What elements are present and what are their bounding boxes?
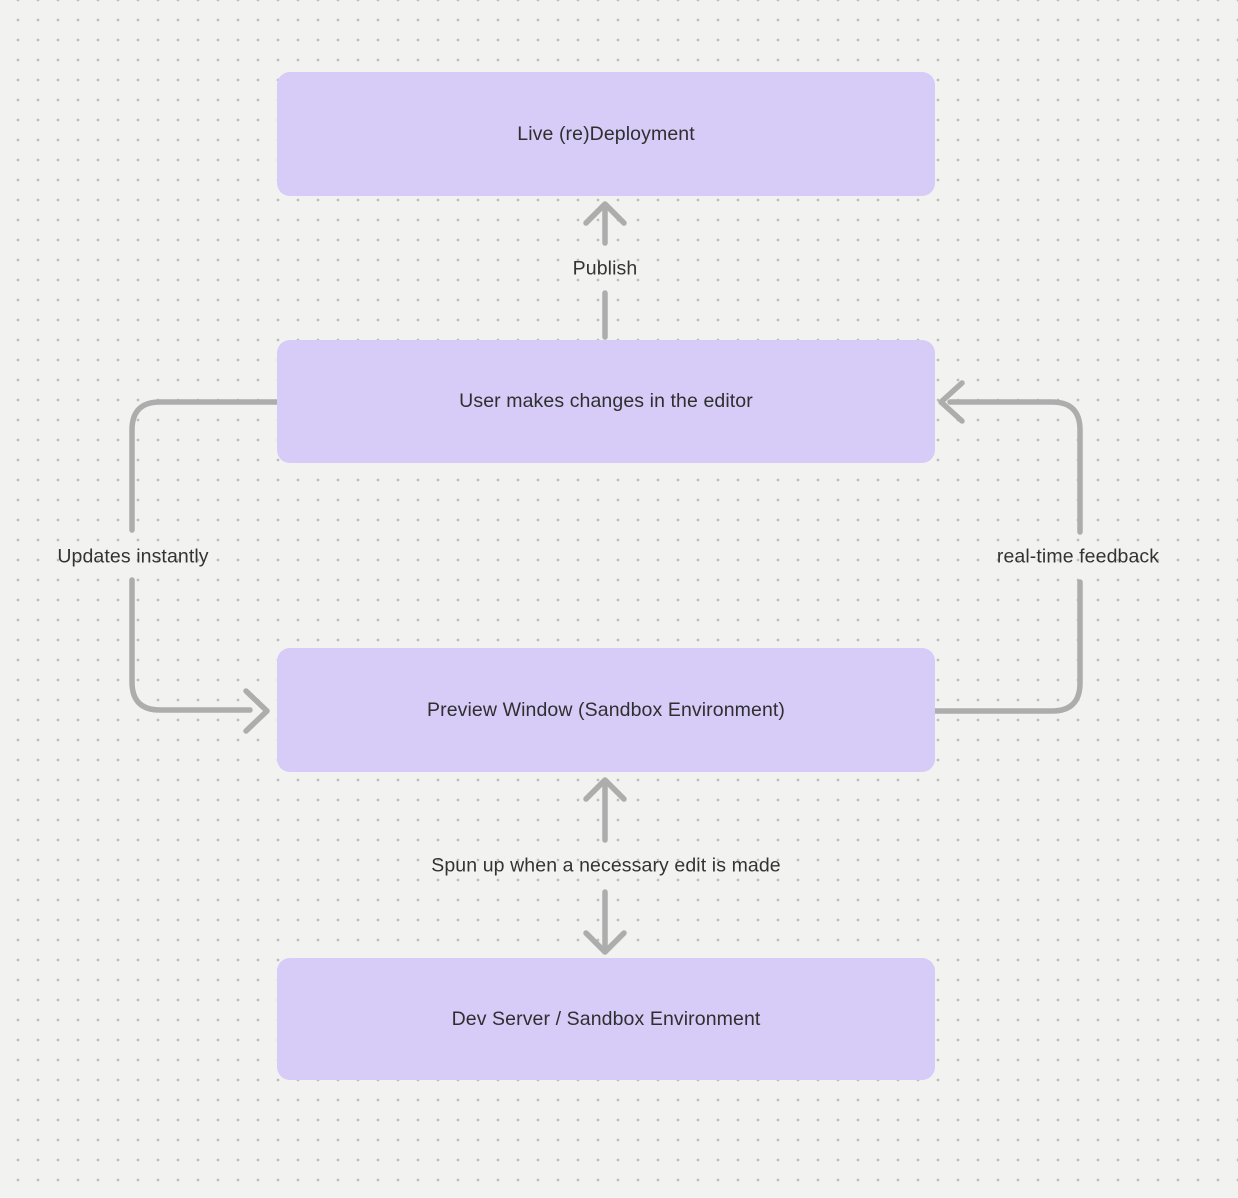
- edge-label-real-time-feedback[interactable]: real-time feedback: [996, 545, 1160, 568]
- node-label: Dev Server / Sandbox Environment: [451, 1007, 761, 1030]
- edge-label-updates-instantly[interactable]: Updates instantly: [57, 545, 209, 568]
- arrowhead-left-icon: [938, 380, 965, 424]
- arrow-shaft: [947, 399, 1083, 535]
- arrowhead-down-icon: [583, 930, 627, 955]
- node-preview-window[interactable]: Preview Window (Sandbox Environment): [277, 648, 935, 772]
- node-user-makes-changes[interactable]: User makes changes in the editor: [277, 340, 935, 463]
- arrowhead-up-icon: [583, 201, 627, 226]
- arrow-shaft: [129, 399, 280, 533]
- arrowhead-up-icon: [583, 777, 627, 802]
- arrow-shaft: [129, 577, 253, 713]
- edge-publish-arrow[interactable]: [583, 201, 627, 340]
- arrow-shaft: [932, 579, 1083, 714]
- edge-updates-instantly-arrow[interactable]: [129, 399, 280, 734]
- edge-spun-up-arrow[interactable]: [583, 777, 627, 955]
- node-label: User makes changes in the editor: [459, 390, 753, 412]
- node-label: Preview Window (Sandbox Environment): [427, 698, 785, 721]
- edge-label-spun-up[interactable]: Spun up when a necessary edit is made: [431, 854, 781, 877]
- node-label: Live (re)Deployment: [517, 122, 695, 145]
- edge-label-publish[interactable]: Publish: [572, 257, 638, 280]
- arrowhead-right-icon: [243, 688, 270, 734]
- node-dev-server[interactable]: Dev Server / Sandbox Environment: [277, 958, 935, 1080]
- edge-real-time-feedback-arrow[interactable]: [932, 380, 1083, 714]
- node-live-redeployment[interactable]: Live (re)Deployment: [277, 72, 935, 196]
